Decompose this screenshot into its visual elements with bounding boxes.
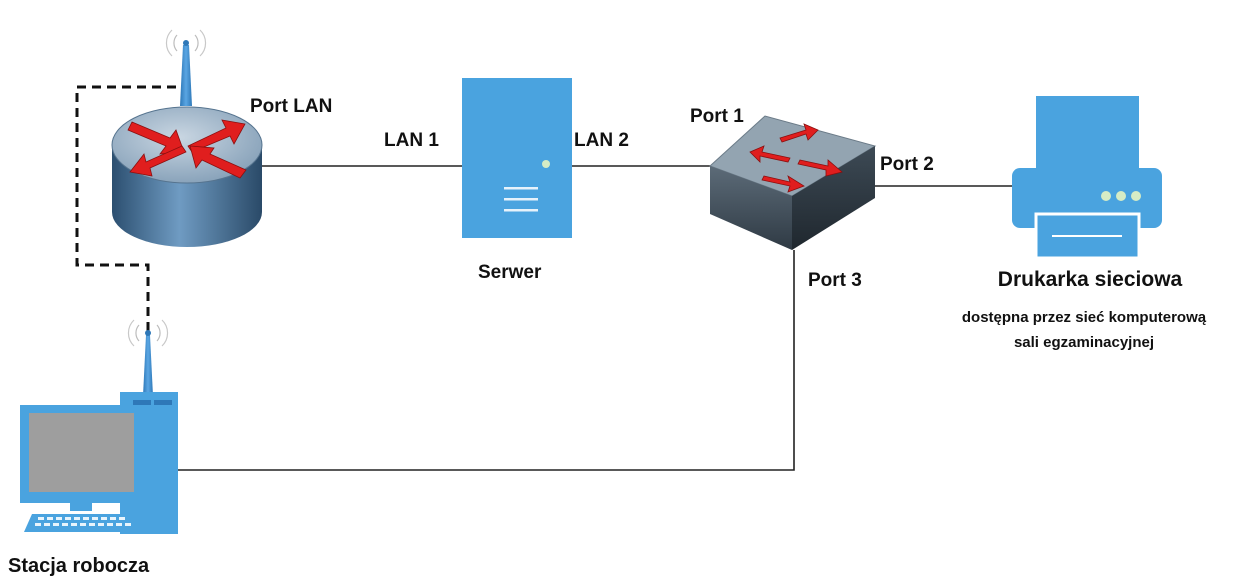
printer-name-label: Drukarka sieciowa	[998, 268, 1183, 291]
switch-port1-label: Port 1	[690, 106, 744, 127]
server-lan2-label: LAN 2	[574, 130, 629, 151]
server-icon	[462, 78, 572, 238]
link-switch-workstation	[178, 250, 795, 471]
workstation-name-label: Stacja robocza	[8, 555, 150, 577]
wifi-antenna-icon	[165, 29, 207, 106]
router-arrows-icon	[127, 119, 247, 179]
printer-icon	[1012, 96, 1162, 260]
workstation-icon	[20, 319, 178, 534]
wifi-antenna-icon	[127, 319, 169, 396]
switch-icon	[709, 115, 877, 250]
printer-desc-line1: dostępna przez sieć komputerową	[962, 309, 1207, 326]
printer-desc-line2: sali egzaminacyjnej	[1014, 334, 1154, 351]
server-name-label: Serwer	[478, 262, 542, 283]
labels: Port LAN LAN 1 LAN 2 Serwer Port 1 Port …	[8, 96, 1207, 577]
router-icon	[111, 29, 263, 247]
server-lan1-label: LAN 1	[384, 130, 439, 151]
switch-port2-label: Port 2	[880, 154, 934, 175]
switch-arrows-icon	[749, 123, 843, 193]
switch-port3-label: Port 3	[808, 270, 862, 291]
router-port-label: Port LAN	[250, 96, 332, 117]
